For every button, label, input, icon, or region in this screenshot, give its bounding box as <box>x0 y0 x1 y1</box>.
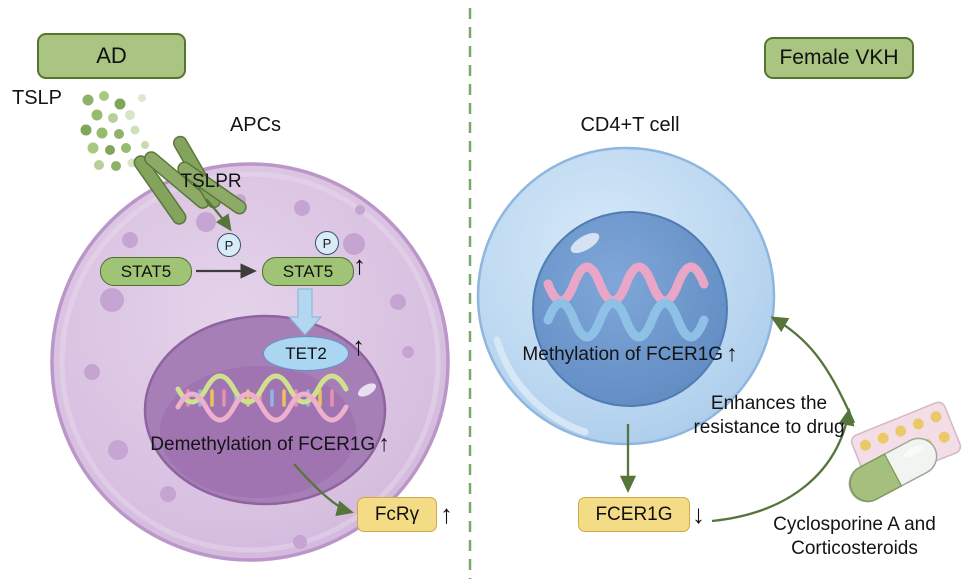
tet2-ellipse: TET2 <box>263 336 349 371</box>
demethylation-text: Demethylation of FCER1G <box>150 434 376 455</box>
tslpr-label: TSLPR <box>180 171 242 192</box>
ad-badge: AD <box>37 33 186 79</box>
capsule-icon <box>848 437 938 503</box>
arrow-nucleus-to-fcr <box>293 463 354 517</box>
cd4-t-cell-label: CD4+T cell <box>580 114 680 136</box>
fcr-box: FcRγ <box>357 497 437 532</box>
stat5-phospho-pill: STAT5 <box>262 257 354 286</box>
dna-icon-left <box>175 373 349 423</box>
up-arrow-icon: ↑ <box>726 340 738 366</box>
t-cell-shape <box>476 146 776 446</box>
tslp-label: TSLP <box>12 87 63 109</box>
arrow-stat5-to-tet2 <box>287 288 323 336</box>
phosphate-badge: P <box>217 233 241 257</box>
stat5-pill: STAT5 <box>100 257 192 286</box>
apcs-label: APCs <box>229 114 282 136</box>
methylation-label: Methylation of FCER1G↑ <box>500 338 760 367</box>
arrow-tslpr-signal <box>205 198 232 232</box>
up-arrow-icon: ↑ <box>378 430 390 456</box>
up-arrow-indicator: ↑ <box>353 250 366 280</box>
t-nucleus-shape <box>532 211 728 407</box>
phosphate-badge: P <box>315 231 339 255</box>
tslpr-receptor-icon <box>133 135 247 225</box>
demethylation-label: Demethylation of FCER1G↑ <box>125 428 415 457</box>
down-arrow-indicator: ↓ <box>692 499 705 529</box>
female-vkh-badge: Female VKH <box>764 37 914 79</box>
up-arrow-indicator: ↑ <box>440 499 453 529</box>
arrow-fcer1g-to-drug <box>711 408 855 523</box>
enhances-resistance-label: Enhances the resistance to drug <box>693 393 845 438</box>
fcer1g-box: FCER1G <box>578 497 690 532</box>
cytoplasm-granules <box>84 194 414 549</box>
dna-icon-right <box>543 262 709 342</box>
arrow-drug-to-cell <box>770 316 856 424</box>
methylation-text: Methylation of FCER1G <box>522 344 724 365</box>
drug-names-label: Cyclosporine A and Corticosteroids <box>773 514 936 559</box>
up-arrow-indicator: ↑ <box>352 331 365 361</box>
tslp-molecules-icon <box>80 91 149 171</box>
